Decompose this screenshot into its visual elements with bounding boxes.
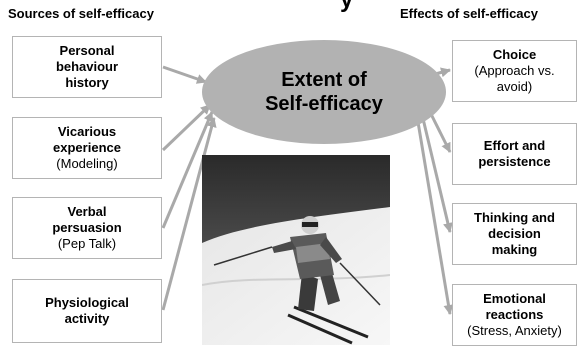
source-3-line-2: persuasion [52,220,122,235]
effect-4-line-3: (Stress, Anxiety) [467,323,562,338]
effect-3-line-2: decision [488,226,541,241]
source-1-line-1: Personal [59,43,115,58]
arrow-source-2 [161,103,212,152]
effect-box-effort: Effort and persistence [452,123,577,185]
ellipse-line-2: Self-efficacy [265,93,383,115]
effect-box-thinking: Thinking and decision making [452,203,577,265]
source-2-line-1: Vicarious [57,124,117,139]
ellipse-line-1: Extent of [281,69,367,91]
title-fragment: y [340,0,353,12]
effect-1-line-3: avoid) [496,79,533,94]
source-box-verbal-persuasion: Verbal persuasion (Pep Talk) [12,197,162,259]
arrow-source-3 [161,111,214,229]
effects-heading: Effects of self-efficacy [400,6,538,21]
source-4-line-1: Physiological [45,295,129,310]
source-3-line-1: Verbal [67,204,107,219]
effect-3-line-3: making [491,242,538,257]
source-2-line-3: (Modeling) [56,156,118,171]
effect-1-line-1: Choice [492,47,537,62]
self-efficacy-ellipse: Extent of Self-efficacy [202,40,446,144]
effect-2-line-1: Effort and [483,138,546,153]
source-box-vicarious-experience: Vicarious experience (Modeling) [12,117,162,179]
source-2-line-2: experience [53,140,121,155]
effect-1-line-2: (Approach vs. [474,63,555,78]
arrow-effect-4 [414,109,454,315]
arrow-effect-3 [418,105,453,233]
source-box-personal-history: Personal behaviour history [12,36,162,98]
arrow-source-1 [162,65,207,84]
source-1-line-2: behaviour [55,59,119,74]
source-1-line-3: history [65,75,109,90]
effect-3-line-1: Thinking and [474,210,555,225]
effect-box-emotional-reactions: Emotional reactions (Stress, Anxiety) [452,284,577,346]
arrow-source-4 [161,117,217,311]
effect-2-line-2: persistence [478,154,551,169]
effect-box-choice: Choice (Approach vs. avoid) [452,40,577,102]
source-4-line-2: activity [64,311,110,326]
sources-heading: Sources of self-efficacy [8,6,154,21]
skier-photo [202,155,390,345]
source-box-physiological-activity: Physiological activity [12,279,162,343]
source-3-line-3: (Pep Talk) [57,236,117,251]
effect-4-line-1: Emotional [483,291,546,306]
effect-4-line-2: reactions [485,307,544,322]
